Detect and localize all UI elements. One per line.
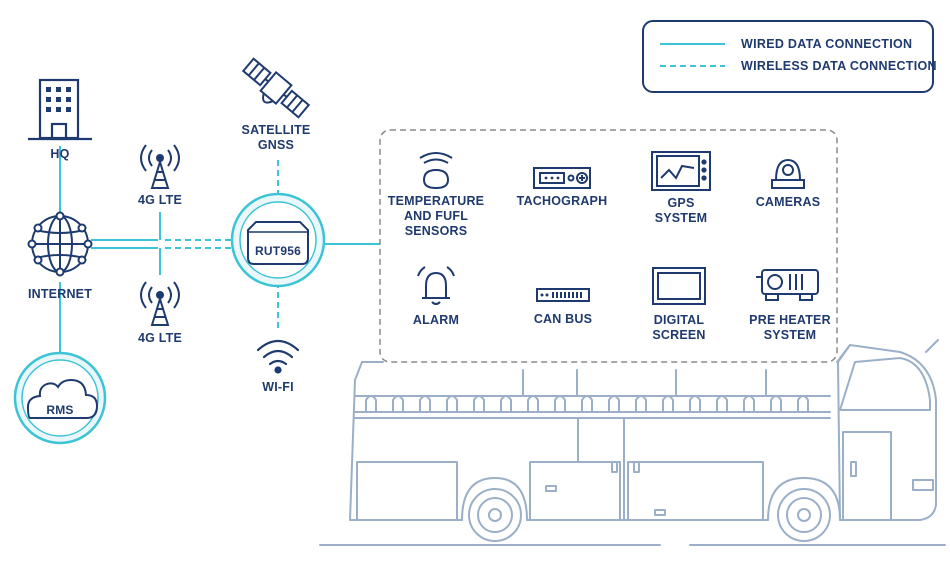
temperature-label-line-1: TEMPERATURE [387,194,485,208]
bus-illustration [319,339,946,546]
temperature-sensor-label: TEMPERATURE AND FUFL SENSORS [388,194,484,239]
temperature-label-line-3: SENSORS [404,224,468,238]
satellite-label-line-2: GNSS [257,138,295,152]
satellite-label: SATELLITE GNSS [242,123,311,153]
legend-wireless-label: WIRELESS DATA CONNECTION [741,59,937,73]
cloud-icon [26,378,99,419]
alarm-label: ALARM [412,313,460,327]
gps-label: GPS SYSTEM [655,196,708,226]
digital-screen-label-line-1: DIGITAL [653,313,705,327]
temperature-sensor-icon [419,152,453,190]
lte-top-label: 4G LTE [137,193,183,207]
pre-heater-label: PRE HEATER SYSTEM [749,313,831,343]
can-bus-label: CAN BUS [533,312,593,326]
gps-label-line-2: SYSTEM [654,211,708,225]
alarm-icon [417,266,455,305]
connections [59,146,380,352]
lte-bottom-label: 4G LTE [137,331,183,345]
pre-heater-label-line-1: PRE HEATER [749,313,831,327]
cameras-label: CAMERAS [755,195,821,209]
cell-tower-icon [140,144,180,189]
cell-tower-icon-2 [140,281,180,326]
rms-label: RMS [46,403,74,417]
digital-screen-icon [652,267,706,305]
wifi-label: WI-FI [262,380,294,394]
gps-system-icon [651,151,711,191]
internet-label: INTERNET [27,287,93,301]
rms-cloud-node [13,351,107,445]
devices-group-box [379,129,838,363]
pre-heater-label-line-2: SYSTEM [763,328,817,342]
legend [642,20,934,93]
can-bus-icon [536,288,590,302]
digital-screen-label-line-2: SCREEN [652,328,706,342]
camera-icon [771,158,805,189]
digital-screen-label: DIGITAL SCREEN [652,313,705,343]
temperature-label-line-2: AND FUFL [403,209,469,223]
wifi-icon [256,339,300,374]
building-icon [28,78,92,141]
satellite-icon [241,57,311,119]
router-label: RUT956 [255,244,301,258]
hq-label: HQ [50,147,70,161]
legend-box [642,20,934,93]
pre-heater-icon [756,269,819,301]
globe-icon [27,211,93,277]
tachograph-icon [533,167,591,189]
legend-wired-label: WIRED DATA CONNECTION [741,37,913,51]
satellite-label-line-1: SATELLITE [241,123,311,137]
gps-label-line-1: GPS [667,196,695,210]
tachograph-label: TACHOGRAPH [516,194,608,208]
router-node[interactable] [230,192,326,288]
